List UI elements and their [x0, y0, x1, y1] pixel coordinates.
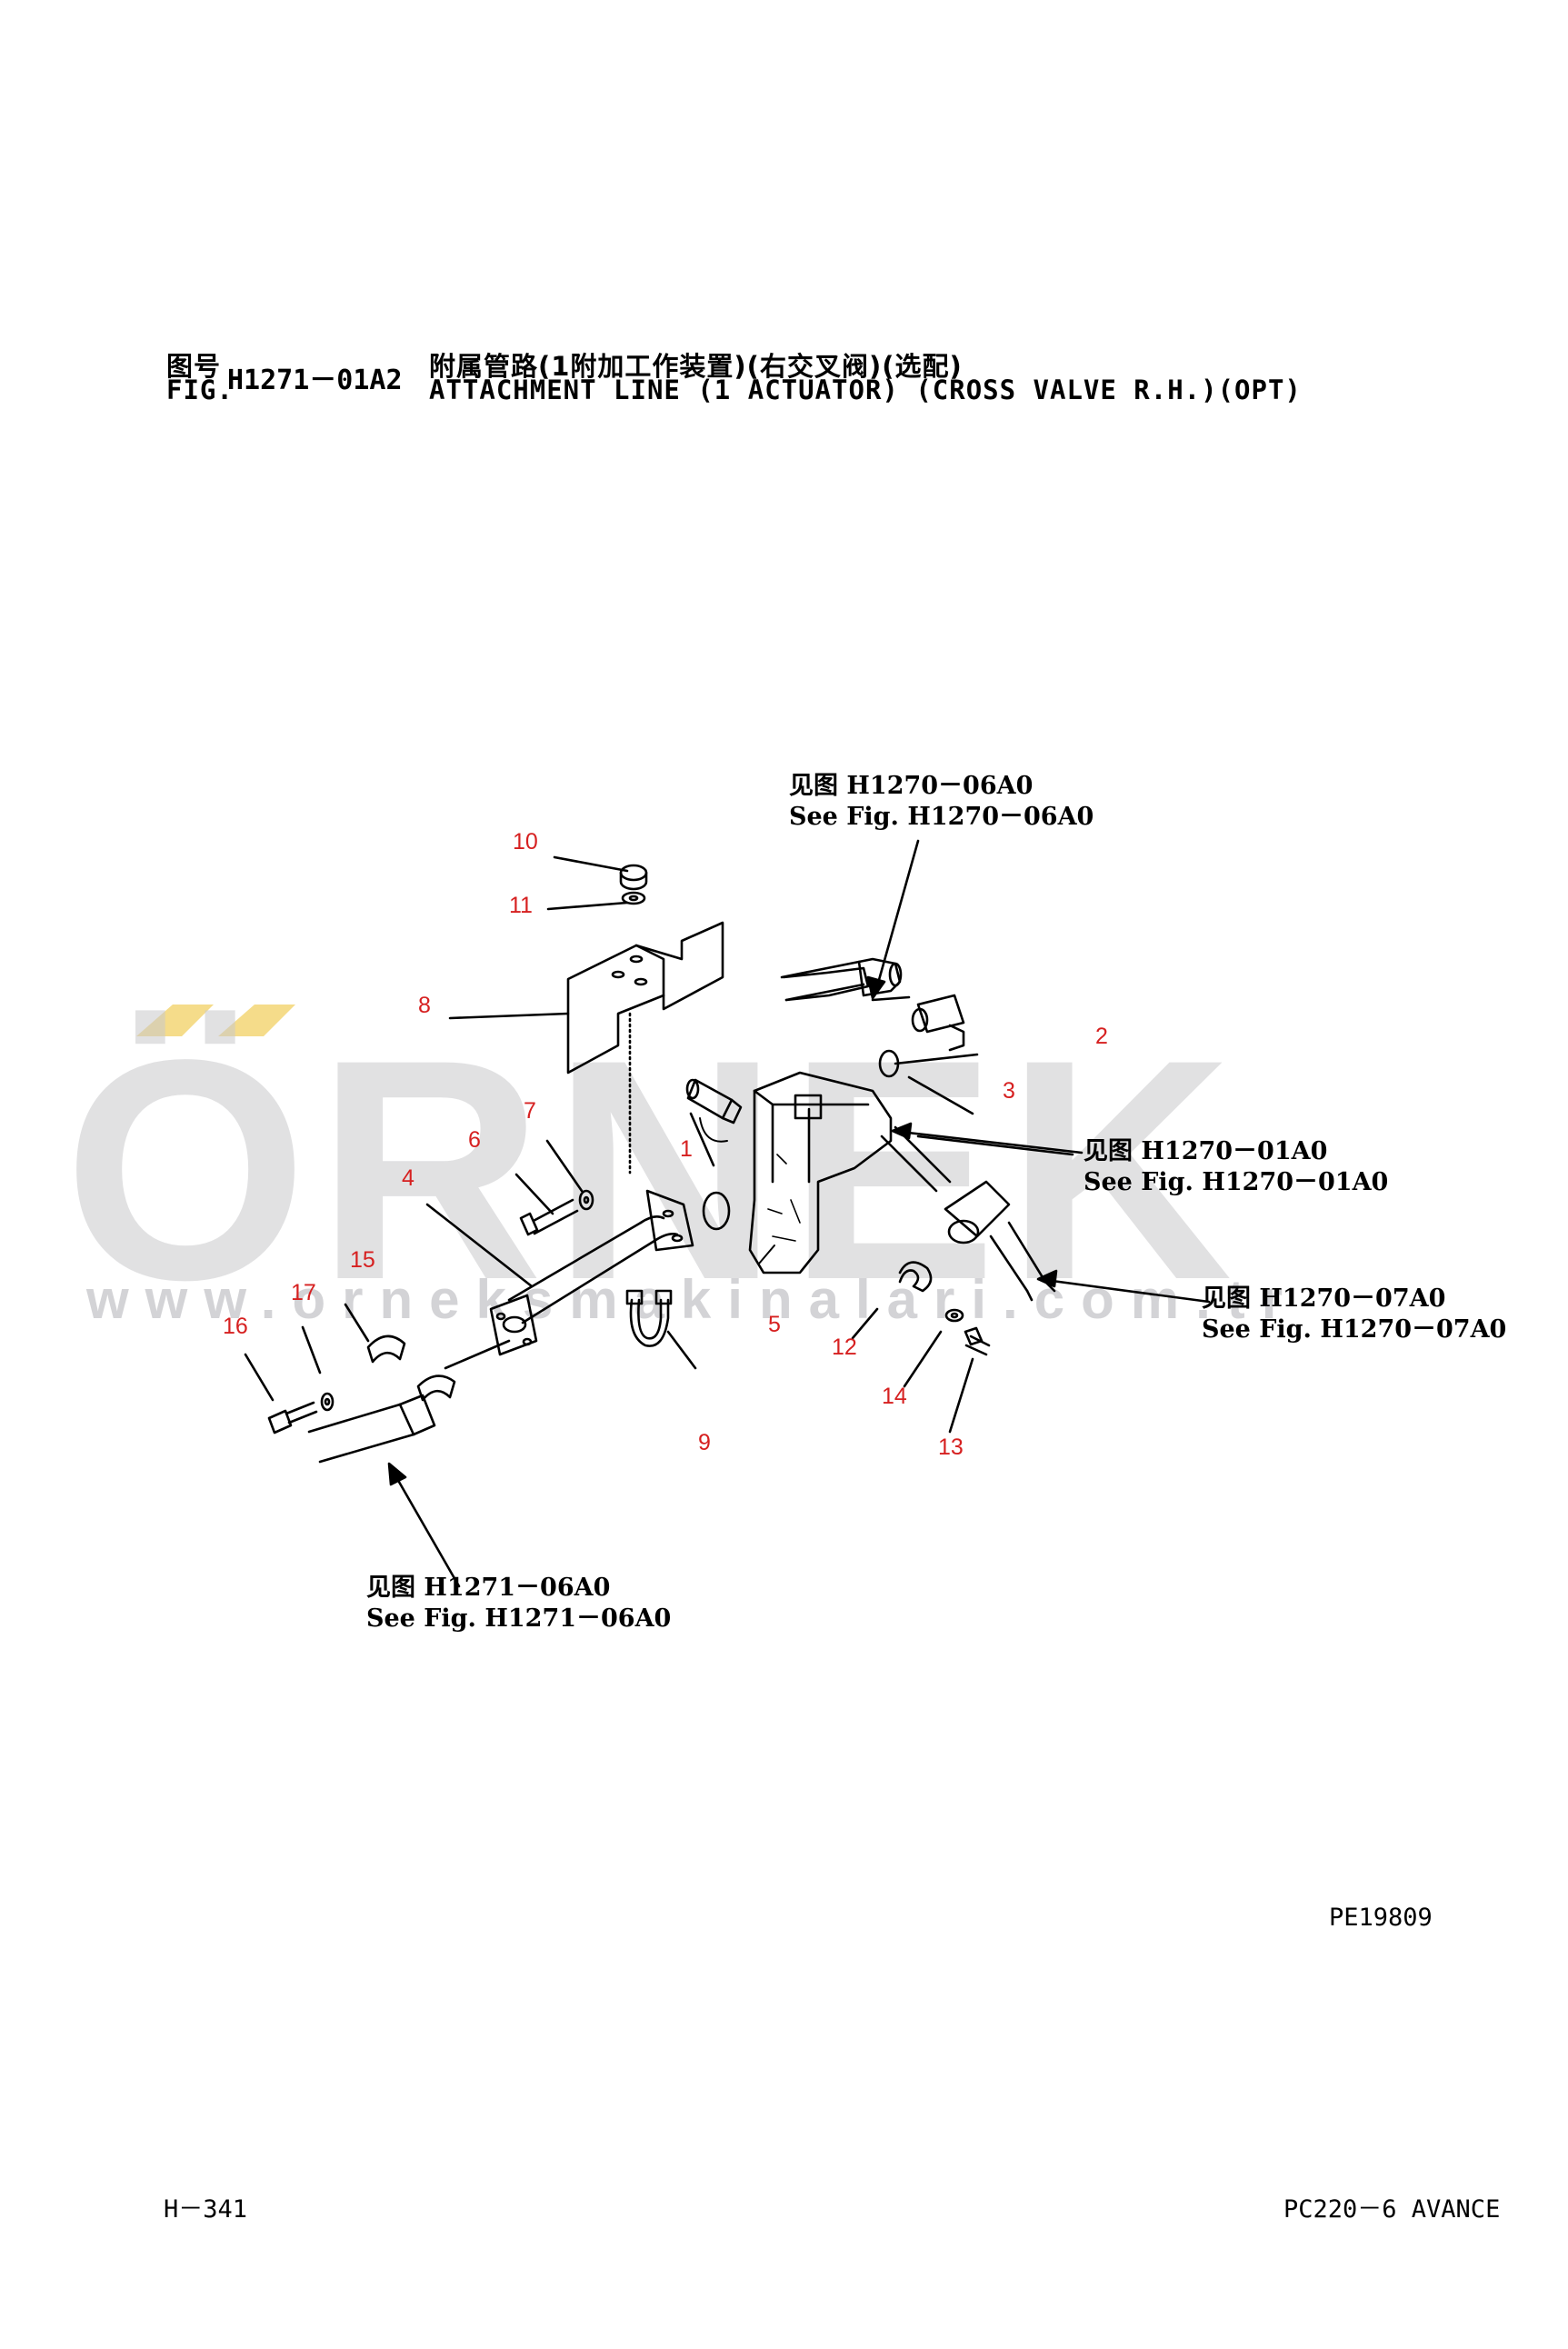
part-12-clamp — [898, 1261, 933, 1293]
title-cn: 附属管路(1附加工作装置)(右交叉阀)(选配) — [429, 351, 963, 382]
part-16-bolt — [267, 1401, 318, 1434]
reference-h1270-01a0: 见图 H1270－01A0 See Fig. H1270－01A0 — [1084, 1136, 1388, 1198]
reference-arrows — [387, 839, 1211, 1588]
callout-1: 1 — [680, 1136, 693, 1162]
callout-6: 6 — [468, 1127, 481, 1153]
part-11-washer — [621, 891, 646, 905]
reference-cn: 见图 H1271－06A0 — [366, 1574, 611, 1602]
part-5-o-ring — [702, 1191, 731, 1231]
reference-cn: 见图 H1270－06A0 — [789, 772, 1034, 800]
swivel-hose-07 — [944, 1180, 1056, 1302]
part-6-bolt — [519, 1198, 579, 1236]
part-10-nut — [619, 864, 648, 891]
fig-number: H1271－01A2 — [227, 365, 403, 396]
fig-prefix-en: FIG. — [166, 375, 234, 405]
part-4-tube — [489, 1189, 694, 1356]
callout-11: 11 — [509, 893, 533, 918]
reference-en: See Fig. H1271－06A0 — [366, 1604, 672, 1633]
part-9-hose — [625, 1289, 673, 1347]
callout-5: 5 — [768, 1312, 781, 1337]
part-1-fitting — [685, 1078, 743, 1143]
reference-cn: 见图 H1270－01A0 — [1084, 1137, 1328, 1165]
hose-06-lower — [307, 1339, 511, 1464]
part-15-clamp — [366, 1334, 456, 1402]
reference-en: See Fig. H1270－01A0 — [1084, 1168, 1389, 1196]
part-3-o-ring — [878, 1049, 900, 1078]
leader-lines — [244, 855, 1074, 1434]
reference-cn: 见图 H1270－07A0 — [1202, 1284, 1446, 1313]
callout-15: 15 — [350, 1247, 375, 1273]
part-7-washer — [578, 1189, 594, 1211]
drawing-code: PE19809 — [1329, 1904, 1433, 1932]
callout-10: 10 — [513, 829, 538, 855]
callout-4: 4 — [402, 1165, 414, 1191]
part-8-plate — [566, 921, 724, 1174]
callout-14: 14 — [882, 1384, 907, 1409]
fig-prefix-cn: 图号 — [166, 351, 222, 382]
callout-17: 17 — [291, 1280, 316, 1305]
model-name: PC220－6 AVANCE — [1283, 2195, 1501, 2224]
title-en: ATTACHMENT LINE (1 ACTUATOR) (CROSS VALV… — [429, 375, 1302, 405]
reference-h1270-07a0: 见图 H1270－07A0 See Fig. H1270－07A0 — [1202, 1284, 1506, 1345]
reference-h1270-06a0: 见图 H1270－06A0 See Fig. H1270－06A0 — [789, 771, 1094, 833]
callout-2: 2 — [1095, 1024, 1108, 1049]
page-number: H－341 — [164, 2195, 248, 2224]
callout-9: 9 — [698, 1430, 711, 1455]
watermark-brand: ÖRNEK — [64, 995, 1242, 1345]
part-14-washer — [944, 1308, 964, 1323]
callout-7: 7 — [524, 1098, 536, 1124]
part-13-bolt — [964, 1326, 991, 1356]
cross-valve-body — [748, 1071, 952, 1274]
reference-en: See Fig. H1270－06A0 — [789, 803, 1094, 831]
callout-13: 13 — [938, 1434, 964, 1460]
callout-12: 12 — [832, 1334, 857, 1360]
callout-16: 16 — [223, 1314, 248, 1339]
reference-h1271-06a0: 见图 H1271－06A0 See Fig. H1271－06A0 — [366, 1573, 671, 1634]
reference-en: See Fig. H1270－07A0 — [1202, 1315, 1507, 1344]
part-17-washer — [320, 1392, 335, 1412]
callout-3: 3 — [1003, 1078, 1015, 1104]
callout-8: 8 — [418, 993, 431, 1018]
hose-06-upper — [782, 966, 911, 1002]
part-2-elbow-fitting — [780, 957, 965, 1052]
watermark-url: www.orneksmakinalari.com.tr — [86, 1269, 1300, 1330]
